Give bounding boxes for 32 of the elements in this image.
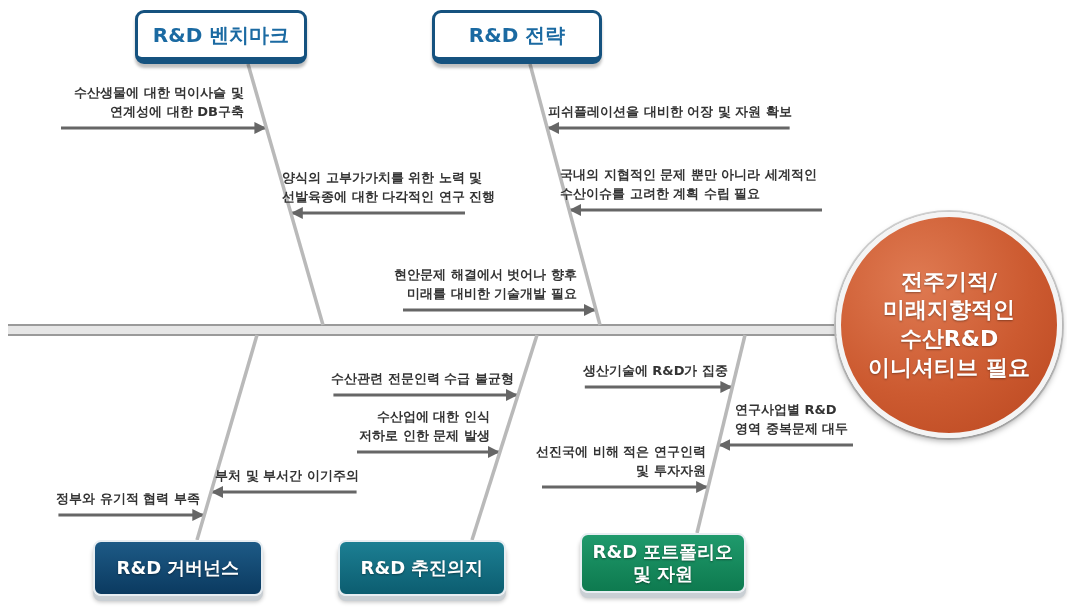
cause-text: 수산생물에 대한 먹이사슬 및 연계성에 대한 DB구축: [73, 84, 244, 122]
arrow: [211, 486, 357, 498]
cause-text: 피쉬플레이션을 대비한 어장 및 자원 확보: [548, 103, 792, 122]
cause-text: 현안문제 해결에서 벗어나 향후 미래를 대비한 기술개발 필요: [393, 266, 577, 304]
cause-text: 국내의 지협적인 문제 뿐만 아니라 세계적인 수산이슈를 고려한 계획 수립 필요: [560, 166, 818, 204]
category-box: [135, 10, 307, 64]
arrow: [290, 207, 465, 219]
cause-text: 생산기술에 R&D가 집중: [582, 362, 728, 381]
arrow: [718, 439, 853, 451]
cause-text: 양식의 고부가가치를 위한 노력 및 선발육종에 대한 다각적인 연구 진행: [282, 169, 497, 207]
category-label: R&D 전략: [468, 21, 566, 49]
problem-text: 전주기적/ 미래지향적인 수산R&D 이니셔티브 필요: [867, 267, 1031, 382]
arrow: [403, 304, 596, 316]
category-label: R&D 포트폴리오 및 자원: [591, 541, 735, 585]
arrow: [584, 381, 733, 393]
category-label: R&D 추진의지: [360, 557, 484, 579]
arrow: [61, 122, 267, 134]
arrow: [333, 389, 518, 401]
arrow: [569, 204, 822, 216]
category-label: R&D 거버넌스: [116, 557, 240, 579]
category-box: [432, 10, 602, 64]
cause-text: 수산관련 전문인력 수급 불균형: [331, 370, 514, 389]
cause-text: 정부와 유기적 협력 부족: [56, 490, 200, 509]
cause-text: 수산업에 대한 인식 저하로 인한 문제 발생: [358, 408, 490, 446]
category-label: R&D 벤치마크: [152, 21, 290, 49]
cause-text: 부처 및 부서간 이기주의: [215, 467, 359, 486]
arrow: [542, 481, 709, 493]
cause-text: 연구사업별 R&D 영역 중복문제 대두: [735, 401, 850, 439]
cause-text: 선진국에 비해 적은 연구인력 및 투자자원: [535, 443, 706, 481]
arrow: [357, 446, 500, 458]
arrow: [547, 122, 790, 134]
arrow: [58, 509, 205, 521]
